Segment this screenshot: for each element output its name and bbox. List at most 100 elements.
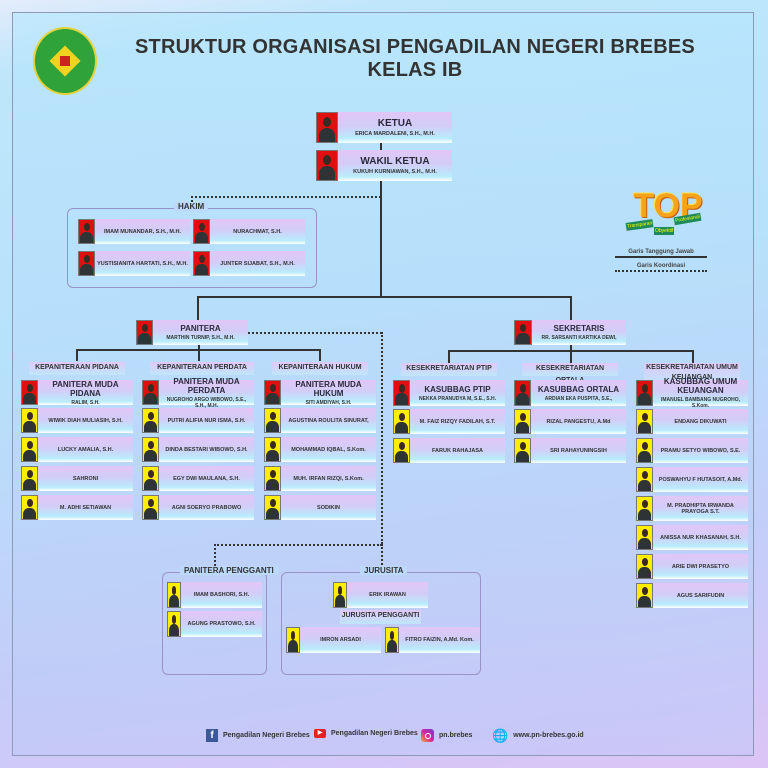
footer-youtube[interactable]: ▶Pengadilan Negeri Brebes: [314, 729, 418, 738]
person-photo: [136, 320, 153, 345]
staff-card[interactable]: SRI RAHAYUNINGSIH: [514, 438, 626, 463]
staff-card[interactable]: PUTRI ALIFIA NUR ISMA, S.H.: [142, 408, 254, 433]
person-name: ARIE DWI PRASETYO: [671, 563, 730, 570]
staff-card[interactable]: MOHAMMAD IQBAL, S.Kom.: [264, 437, 376, 462]
footer-instagram[interactable]: pn.brebes: [421, 729, 472, 742]
legend-responsibility-label: Garis Tanggung Jawab: [628, 249, 694, 255]
footer-website[interactable]: 🌐www.pn-brebes.go.id: [492, 728, 584, 743]
person-photo: [286, 627, 300, 653]
person-name: SRI RAHAYUNINGSIH: [550, 447, 607, 454]
staff-card[interactable]: WIWIK DIAH MULIASIH, S.H.: [21, 408, 133, 433]
staff-card[interactable]: MUH. IRFAN RIZQI, S.Kom.: [264, 466, 376, 491]
hakim-card[interactable]: NURACHMAT, S.H.: [193, 219, 305, 244]
staff-card[interactable]: EGY DWI MAULANA, S.H.: [142, 466, 254, 491]
legend-coordination-label: Garis Koordinasi: [636, 263, 686, 269]
staff-card[interactable]: ANISSA NUR KHASANAH, S.H.: [636, 525, 748, 550]
staff-card[interactable]: AGNI SOERYO PRABOWO: [142, 495, 254, 520]
staff-card[interactable]: SAHRONI: [21, 466, 133, 491]
card-label: IMRON ARSADI: [300, 627, 381, 653]
position-title: KASUBBAG ORTALA: [537, 384, 620, 394]
person-name: M. FAIZ RIZQY FADILAH, S.T.: [419, 418, 496, 425]
person-name: NUGROHO ARGO WIBOWO, S.E., S.H., M.H.: [166, 396, 247, 409]
person-photo: [21, 495, 38, 520]
hakim-card[interactable]: IMAM MUNANDAR, S.H., M.H.: [78, 219, 190, 244]
position-title: PANITERA MUDA PERDATA: [173, 376, 240, 395]
card-label: M. FAIZ RIZQY FADILAH, S.T.: [410, 409, 505, 434]
staff-card[interactable]: M. FAIZ RIZQY FADILAH, S.T.: [393, 409, 505, 434]
person-name: RALIM, S.H.: [71, 399, 100, 406]
staff-card[interactable]: ENDANG DIKUWATI: [636, 409, 748, 434]
responsibility-line: [197, 296, 199, 320]
responsibility-line: [197, 296, 572, 298]
responsibility-line: [198, 345, 200, 350]
person-name: KUKUH KURNIAWAN, S.H., M.H.: [353, 169, 437, 175]
person-name: M. ADHI SETIAWAN: [59, 504, 112, 511]
panitera-pengganti-card[interactable]: IMAM BASHORI, S.H.: [167, 582, 262, 608]
person-photo: [636, 496, 653, 521]
person-name: MUH. IRFAN RIZQI, S.Kom.: [293, 475, 364, 482]
page-title: STRUKTUR ORGANISASI PENGADILAN NEGERI BR…: [135, 36, 695, 58]
page-subtitle: KELAS IB: [367, 59, 463, 81]
panitera-pengganti-card[interactable]: AGUNG PRASTOWO, S.H.: [167, 611, 262, 637]
card-label: ARIE DWI PRASETYO: [653, 554, 748, 579]
responsibility-line: [76, 349, 78, 361]
person-photo: [21, 408, 38, 433]
staff-card[interactable]: AGUSTINA ROULITA SINURAT,: [264, 408, 376, 433]
person-photo: [316, 150, 338, 181]
person-photo: [264, 408, 281, 433]
person-photo: [636, 380, 653, 406]
staff-card[interactable]: AGUS SARIFUDIN: [636, 583, 748, 608]
person-name: FITRO FAIZIN, A.Md. Kom.: [405, 637, 474, 643]
card-label: RIZAL PANGESTU, A.Md: [531, 409, 626, 434]
card-label: SRI RAHAYUNINGSIH: [531, 438, 626, 463]
staff-card[interactable]: POSWAHYU F HUTASOIT, A.Md.: [636, 467, 748, 492]
staff-card[interactable]: M. ADHI SETIAWAN: [21, 495, 133, 520]
staff-card[interactable]: PRAMU SETYO WIBOWO, S.E.: [636, 438, 748, 463]
responsibility-line: [692, 350, 694, 364]
card-label: AGUSTINA ROULITA SINURAT,: [281, 408, 376, 433]
card-label: ERIK IRAWAN: [347, 582, 428, 608]
staff-card[interactable]: ARIE DWI PRASETYO: [636, 554, 748, 579]
jurusita-pengganti-card[interactable]: FITRO FAIZIN, A.Md. Kom.: [385, 627, 480, 653]
person-photo: [636, 409, 653, 434]
card-label: YUSTISIANITA HARTATI, S.H., M.H.: [95, 251, 190, 276]
staff-card[interactable]: SODIKIN: [264, 495, 376, 520]
top-logo: TOP Transparan Obyektif Profesional: [625, 188, 708, 238]
person-photo: [167, 611, 181, 637]
staff-card[interactable]: M. PRADHIPTA IRWANDA PRAYOGA S.T.: [636, 496, 748, 521]
staff-card[interactable]: RIZAL PANGESTU, A.Md: [514, 409, 626, 434]
coordination-line: [381, 544, 383, 568]
staff-card[interactable]: DINDA BESTARI WIBOWO, S.H.: [142, 437, 254, 462]
person-name: POSWAHYU F HUTASOIT, A.Md.: [658, 476, 743, 483]
hakim-card[interactable]: YUSTISIANITA HARTATI, S.H., M.H.: [78, 251, 190, 276]
position-title: PANITERA MUDA PIDANA: [52, 379, 119, 398]
person-photo: [514, 409, 531, 434]
jurusita-card[interactable]: ERIK IRAWAN: [333, 582, 428, 608]
hakim-card[interactable]: JUNTER SIJABAT, S.H., M.H.: [193, 251, 305, 276]
staff-card[interactable]: FARUK RAHAJASA: [393, 438, 505, 463]
jurusita-pengganti-card[interactable]: IMRON ARSADI: [286, 627, 381, 653]
person-name: PRAMU SETYO WIBOWO, S.E.: [660, 447, 741, 454]
card-label: FITRO FAIZIN, A.Md. Kom.: [399, 627, 480, 653]
position-title: KASUBBAG UMUM KEUANGAN: [663, 377, 738, 395]
person-photo: [636, 438, 653, 463]
card-label: MOHAMMAD IQBAL, S.Kom.: [281, 437, 376, 462]
staff-card[interactable]: LUCKY AMALIA, S.H.: [21, 437, 133, 462]
person-name: IMAM MUNANDAR, S.H., M.H.: [104, 228, 181, 235]
